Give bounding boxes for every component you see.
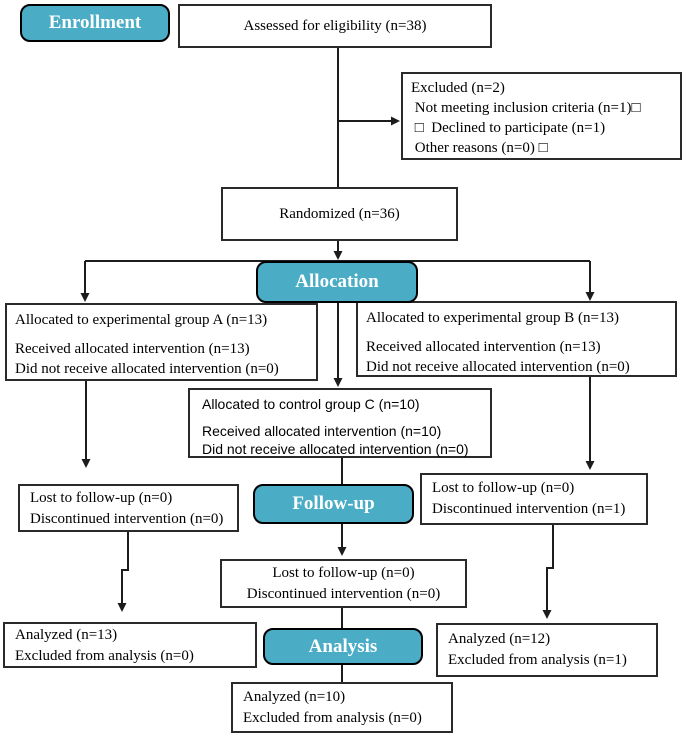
text-line: Allocated to experimental group B (n=13) — [366, 310, 619, 326]
stage-label-followup: Follow-up — [253, 484, 414, 524]
analyzed-left-box: Analyzed (n=13) Excluded from analysis (… — [3, 622, 257, 668]
control-c-box: Allocated to control group C (n=10) Rece… — [188, 388, 492, 458]
arrowhead-lost-left — [81, 459, 91, 468]
text-line: Analyzed (n=13) — [15, 627, 118, 643]
text-line: Lost to follow-up (n=0) — [432, 480, 575, 496]
line-lost-right-to-analyzed-right — [546, 525, 554, 610]
text-line: Allocated to experimental group A (n=13) — [15, 312, 268, 328]
arrowhead-lost-mid — [337, 547, 347, 556]
randomized-box: Randomized (n=36) — [221, 187, 458, 241]
arrowhead-analyzed-right — [542, 610, 552, 619]
text-line: Assessed for eligibility (n=38) — [243, 18, 427, 34]
text-line: Analyzed (n=10) — [243, 689, 346, 705]
arrowhead-group-a — [80, 293, 90, 302]
group-b-box: Allocated to experimental group B (n=13)… — [356, 301, 677, 377]
lost-mid-box: Lost to follow-up (n=0) Discontinued int… — [220, 559, 467, 608]
arrowhead-excluded — [391, 116, 400, 126]
text-line: Did not receive allocated intervention (… — [366, 359, 630, 375]
group-a-box: Allocated to experimental group A (n=13)… — [5, 303, 318, 381]
text-line: Excluded (n=2) — [411, 80, 505, 96]
text-line: Excluded from analysis (n=0) — [15, 648, 194, 664]
text-line: Discontinued intervention (n=1) — [432, 501, 626, 517]
text-line: Received allocated intervention (n=10) — [202, 423, 442, 439]
text-line: Did not receive allocated intervention (… — [15, 361, 279, 377]
text-line: Randomized (n=36) — [279, 206, 400, 222]
stage-label-allocation: Allocation — [256, 261, 418, 303]
stage-label-enrollment: Enrollment — [20, 4, 170, 42]
excluded-box: Excluded (n=2) Not meeting inclusion cri… — [401, 72, 682, 160]
lost-left-box: Lost to follow-up (n=0) Discontinued int… — [18, 484, 239, 532]
text-line: Allocated to control group C (n=10) — [202, 396, 420, 412]
text-line: Analyzed (n=12) — [448, 631, 551, 647]
text-line: Excluded from analysis (n=0) — [243, 710, 422, 726]
analyzed-right-box: Analyzed (n=12) Excluded from analysis (… — [436, 623, 658, 677]
text-line: Excluded from analysis (n=1) — [448, 652, 627, 668]
text-line: Lost to follow-up (n=0) — [30, 490, 173, 506]
lost-right-box: Lost to follow-up (n=0) Discontinued int… — [420, 473, 648, 525]
arrowhead-group-b — [585, 292, 595, 301]
text-line: Did not receive allocated intervention (… — [202, 441, 469, 457]
text-line: Other reasons (n=0) □ — [411, 140, 548, 156]
text-line: Discontinued intervention (n=0) — [246, 586, 441, 602]
text-line: Not meeting inclusion criteria (n=1)□ — [411, 100, 641, 116]
text-line: □ Declined to participate (n=1) — [411, 120, 606, 136]
stage-label-analysis: Analysis — [263, 628, 423, 665]
arrowhead-allocation — [333, 251, 343, 260]
analyzed-mid-box: Analyzed (n=10) Excluded from analysis (… — [231, 682, 453, 733]
text-line: Discontinued intervention (n=0) — [30, 511, 224, 527]
arrowhead-lost-right — [585, 461, 595, 470]
arrowhead-analyzed-left — [117, 603, 127, 612]
text-line: Received allocated intervention (n=13) — [366, 339, 601, 355]
assessed-box: Assessed for eligibility (n=38) — [178, 4, 492, 48]
line-lost-left-to-analyzed-left — [121, 532, 129, 603]
text-line: Received allocated intervention (n=13) — [15, 341, 250, 357]
text-line: Lost to follow-up (n=0) — [272, 565, 415, 581]
arrowhead-control — [333, 378, 343, 387]
